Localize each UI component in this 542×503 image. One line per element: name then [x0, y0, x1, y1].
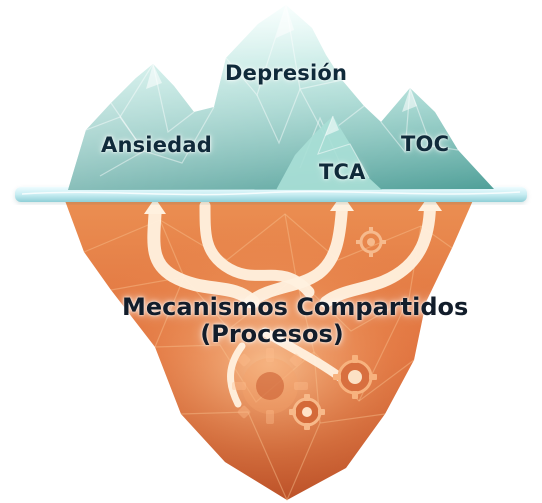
water-surface — [15, 187, 527, 202]
shared-mechanisms-label: Mecanismos Compartidos (Procesos) — [122, 293, 469, 348]
ocd-label: TOC — [401, 132, 450, 156]
submerged-iceberg — [64, 194, 474, 502]
gear-icon — [356, 227, 386, 257]
gear-icon — [232, 348, 308, 424]
arrow-icon — [144, 198, 166, 214]
depression-label: Depresión — [225, 61, 348, 85]
arrow-icon — [330, 194, 354, 211]
eating-disorder-label: TCA — [319, 160, 366, 184]
shared-mechanisms-line-2: (Procesos) — [200, 319, 344, 348]
gear-icon — [289, 394, 325, 430]
arrow-icon — [418, 194, 442, 211]
gear-icon — [333, 355, 377, 399]
anxiety-label: Ansiedad — [101, 133, 212, 157]
shared-mechanisms-line-1: Mecanismos Compartidos — [122, 293, 469, 321]
iceberg-tip — [68, 4, 494, 190]
